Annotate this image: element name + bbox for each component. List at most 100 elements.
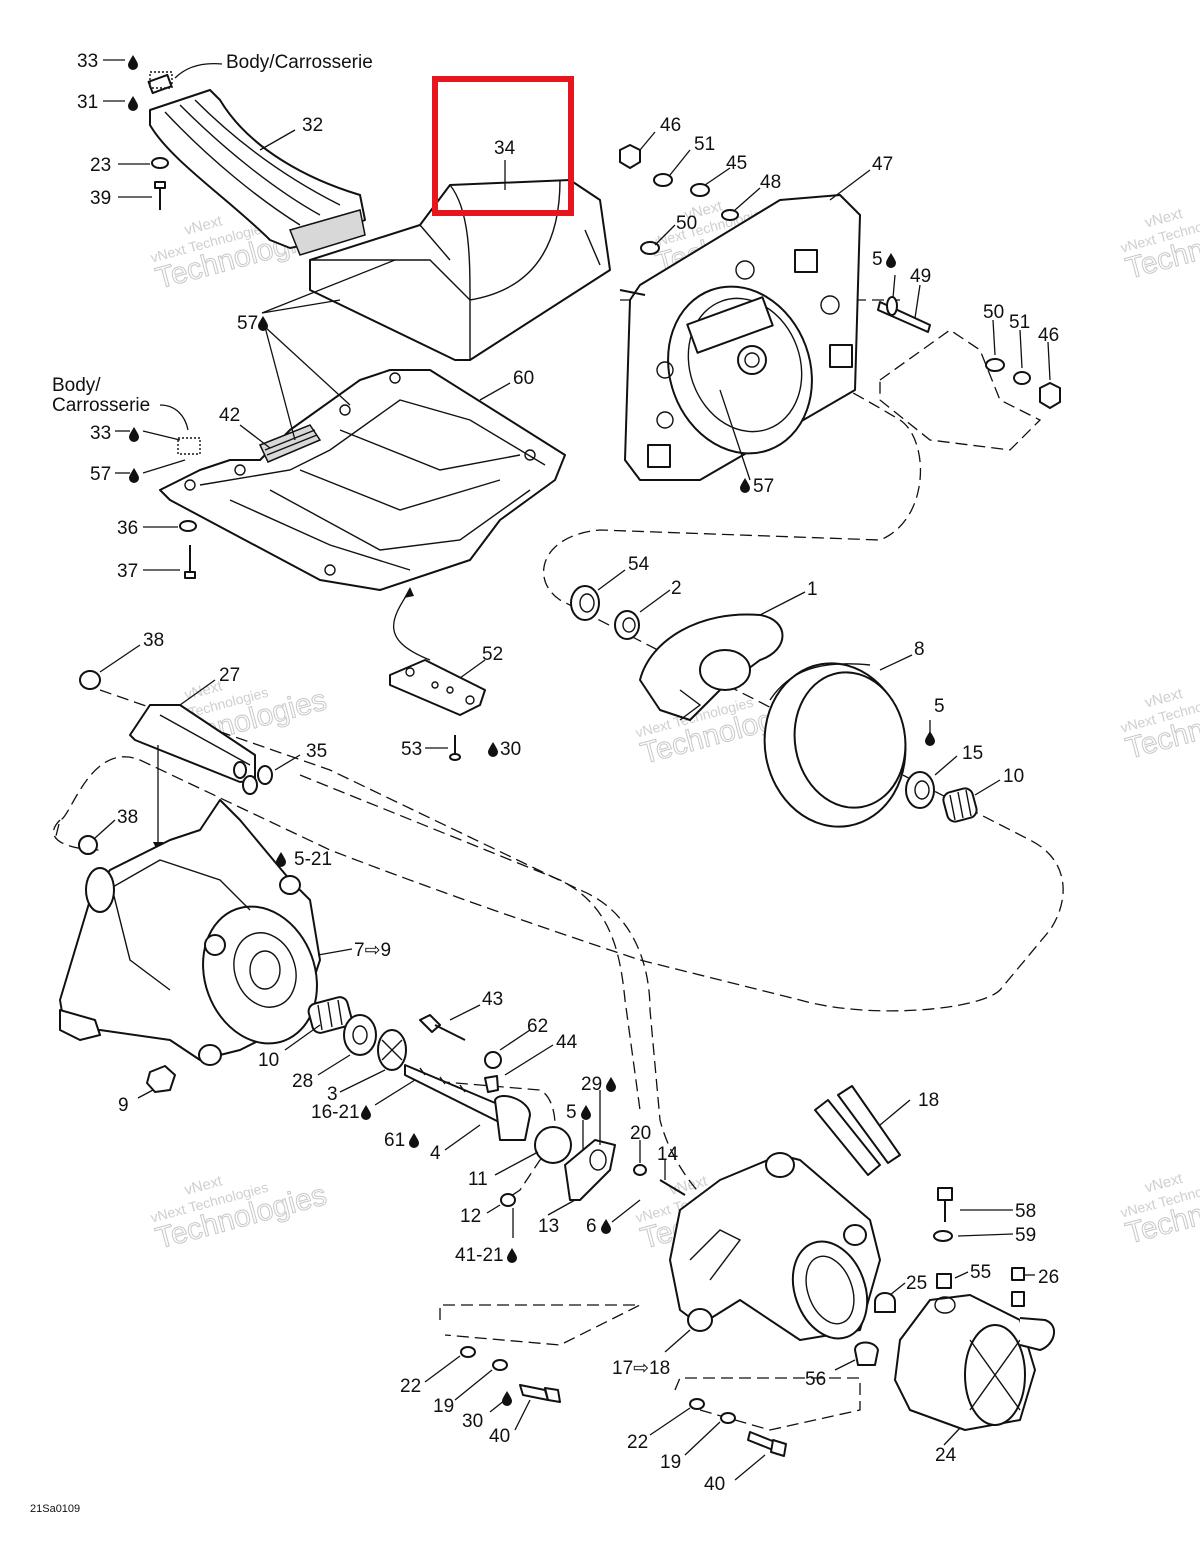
part-44-plug (484, 1075, 499, 1093)
arrow-52-to-60 (392, 589, 431, 661)
part-13-cone (564, 1139, 616, 1201)
part-58-bolt (937, 1187, 953, 1222)
note-body-left-1: Body/ (52, 375, 101, 396)
part-17-venturi (669, 1152, 881, 1341)
callout-61: 61 (384, 1130, 405, 1151)
part-7-pump-housing (59, 799, 321, 1066)
callout-49: 49 (910, 266, 931, 287)
part-47-pump-housing-plate (619, 194, 861, 481)
callout-45: 45 (726, 153, 747, 174)
oil-drop-icon (128, 55, 138, 70)
part-9-nut (146, 1065, 176, 1093)
part-18-rods (814, 1085, 901, 1176)
drawing-number: 21Sa0109 (30, 1503, 80, 1515)
callout-42: 42 (219, 405, 240, 426)
part-14-screw (659, 1179, 686, 1196)
part-38-nut-top (79, 670, 101, 690)
callout-40: 40 (704, 1474, 725, 1495)
callout-35: 35 (306, 741, 327, 762)
hull-bracket-right (879, 329, 1061, 451)
callout-48: 48 (760, 172, 781, 193)
oil-drop-icon (276, 852, 286, 867)
note-body-top: Body/Carrosserie (226, 52, 373, 73)
callout-1: 1 (807, 579, 818, 600)
callout-15: 15 (962, 743, 983, 764)
part-26-fitting (1011, 1267, 1025, 1307)
highlight-box-34 (432, 76, 574, 216)
callout-19: 19 (433, 1396, 454, 1417)
hardware-bottom-right (689, 1398, 787, 1457)
part-53-screw (449, 735, 461, 761)
callout-31: 31 (77, 92, 98, 113)
callout-20: 20 (630, 1123, 651, 1144)
part-62-ring (484, 1051, 502, 1069)
oil-drop-icon (740, 478, 750, 493)
callout-25: 25 (906, 1273, 927, 1294)
oil-drop-icon (601, 1219, 611, 1234)
callout-22: 22 (400, 1376, 421, 1397)
callout-33: 33 (77, 51, 98, 72)
callout-47: 47 (872, 154, 893, 175)
callout-22: 22 (627, 1432, 648, 1453)
callout-52: 52 (482, 644, 503, 665)
hardware-left-side (149, 71, 201, 579)
part-52-bracket (389, 659, 486, 716)
callout-11: 11 (468, 1169, 488, 1190)
part-24-steering-nozzle (894, 1294, 1055, 1431)
callout-12: 12 (460, 1206, 481, 1227)
callout-60: 60 (513, 368, 534, 389)
oil-drop-icon (361, 1105, 371, 1120)
callout-57: 57 (90, 464, 111, 485)
callout-4: 4 (430, 1143, 441, 1164)
callout-41-21: 41-21 (455, 1245, 504, 1266)
callout-39: 39 (90, 188, 111, 209)
oil-drop-icon (129, 468, 139, 483)
part-25-bushing (874, 1292, 896, 1313)
part-35-orings (242, 765, 273, 795)
callout-18: 18 (918, 1090, 939, 1111)
callout-9: 9 (118, 1095, 129, 1116)
part-32-upper-body-duct (147, 73, 366, 256)
oil-drop-icon (502, 1391, 512, 1406)
part-54-seal (570, 585, 600, 621)
callout-2: 2 (671, 578, 682, 599)
callout-24: 24 (935, 1445, 957, 1466)
callout-5: 5 (872, 249, 883, 270)
part-10-needle-bearing-bottom (307, 996, 353, 1034)
callout-32: 32 (302, 115, 323, 136)
oil-drop-icon (409, 1133, 419, 1148)
note-body-left-2: Carrosserie (52, 395, 150, 416)
callout-5: 5 (566, 1102, 577, 1123)
oil-drop-icon (606, 1077, 616, 1092)
callout-55: 55 (970, 1262, 991, 1283)
part-38-nut-mid (78, 835, 98, 855)
callout-38: 38 (117, 807, 138, 828)
callout-6: 6 (586, 1216, 597, 1237)
part-12-plug (500, 1193, 516, 1207)
callout-43: 43 (482, 989, 503, 1010)
part-11-oring (534, 1126, 572, 1164)
callout-34: 34 (494, 138, 516, 159)
callout-59: 59 (1015, 1225, 1036, 1246)
callout-56: 56 (805, 1369, 826, 1390)
callout-46: 46 (1038, 325, 1059, 346)
callout-5-21: 5-21 (294, 849, 332, 870)
callout-19: 19 (660, 1452, 681, 1473)
part-15-seal (905, 771, 935, 809)
callout-57: 57 (237, 313, 258, 334)
callout-53: 53 (401, 739, 422, 760)
callout-51: 51 (694, 134, 715, 155)
part-27-cable-guide (129, 704, 256, 783)
hardware-bottom-left (460, 1346, 561, 1403)
callout-28: 28 (292, 1071, 313, 1092)
oil-drop-icon (886, 253, 896, 268)
callout-7-9: 7⇨9 (354, 940, 391, 961)
callout-10: 10 (258, 1050, 279, 1071)
callout-3: 3 (327, 1084, 338, 1105)
callout-57: 57 (753, 476, 774, 497)
part-8-wear-ring (763, 662, 907, 828)
part-55-grease-fitting (936, 1273, 952, 1289)
callout-5: 5 (934, 696, 945, 717)
callout-44: 44 (556, 1032, 578, 1053)
part-4-shaft (404, 1064, 531, 1141)
